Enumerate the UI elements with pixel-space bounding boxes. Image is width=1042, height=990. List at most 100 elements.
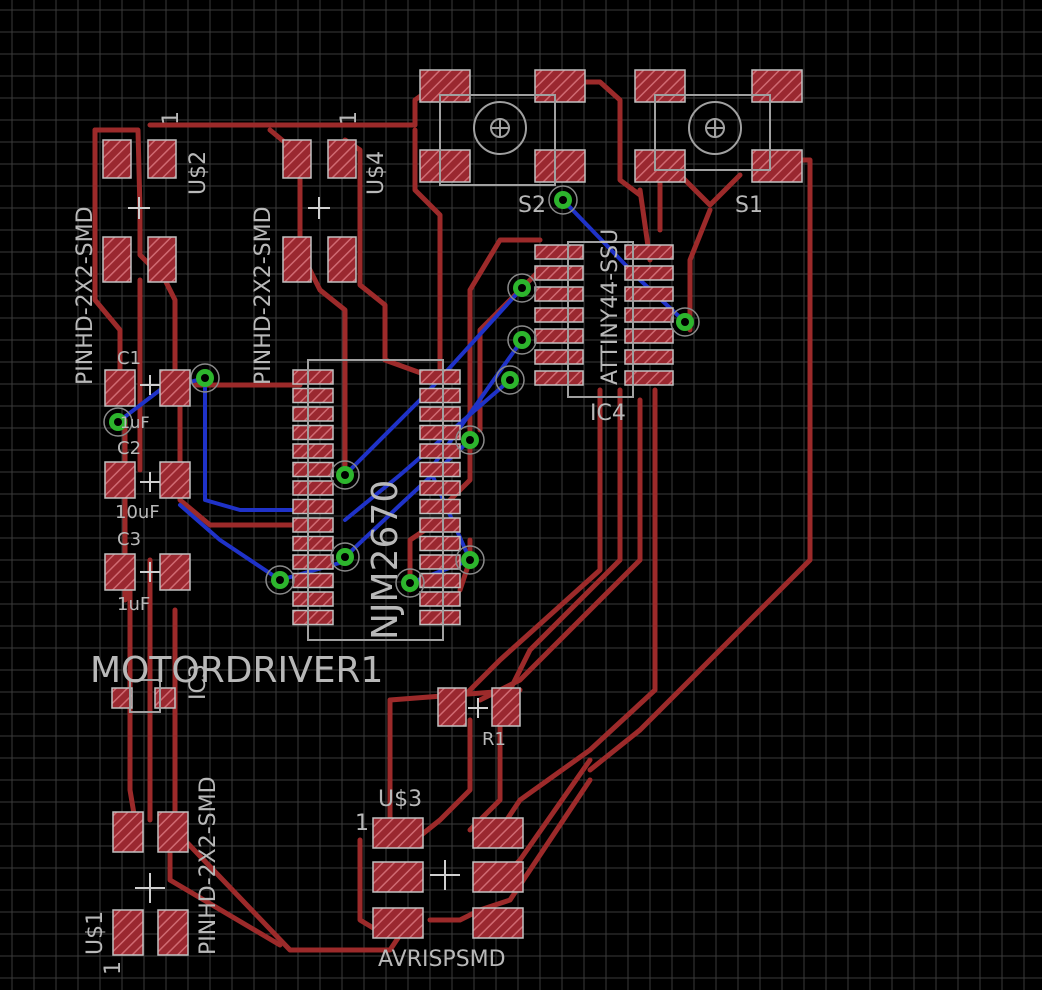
smd-pad[interactable] <box>419 69 471 103</box>
smd-pad[interactable] <box>534 370 584 386</box>
smd-pad[interactable] <box>419 498 461 515</box>
smd-pad[interactable] <box>292 554 334 570</box>
smd-pad[interactable] <box>437 687 467 727</box>
smd-pad[interactable] <box>292 443 334 459</box>
smd-pad[interactable] <box>112 909 144 956</box>
smd-pad[interactable] <box>624 349 674 365</box>
label-us2: U$2 <box>186 151 211 195</box>
smd-pad[interactable] <box>419 387 461 404</box>
smd-pad[interactable] <box>104 461 136 499</box>
smd-pad[interactable] <box>534 286 584 302</box>
via[interactable] <box>330 542 360 572</box>
smd-pad[interactable] <box>372 861 424 893</box>
smd-pad[interactable] <box>751 69 803 103</box>
smd-pad[interactable] <box>534 328 584 344</box>
via[interactable] <box>507 325 537 355</box>
smd-pad[interactable] <box>624 328 674 344</box>
via[interactable] <box>495 365 525 395</box>
smd-pad[interactable] <box>292 498 334 515</box>
smd-pad[interactable] <box>282 236 312 283</box>
smd-pad[interactable] <box>534 244 584 260</box>
smd-pad[interactable] <box>292 572 334 589</box>
smd-pad[interactable] <box>282 139 312 179</box>
ic3-outline <box>307 359 444 641</box>
smd-pad[interactable] <box>624 286 674 302</box>
smd-pad[interactable] <box>624 265 674 281</box>
smd-pad[interactable] <box>102 139 132 179</box>
smd-pad[interactable] <box>534 265 584 281</box>
smd-pad[interactable] <box>419 149 471 183</box>
trace <box>507 387 623 693</box>
smd-pad[interactable] <box>534 349 584 365</box>
smd-pad[interactable] <box>419 443 461 459</box>
smd-pad[interactable] <box>147 236 177 283</box>
label-pinhd-3: PINHD-2X2-SMD <box>196 776 221 955</box>
smd-pad[interactable] <box>419 461 461 478</box>
smd-pad[interactable] <box>292 461 334 478</box>
smd-pad[interactable] <box>159 553 191 591</box>
via[interactable] <box>265 565 295 595</box>
via[interactable] <box>190 363 220 393</box>
smd-pad[interactable] <box>534 69 586 103</box>
smd-pad[interactable] <box>292 535 334 552</box>
smd-pad[interactable] <box>491 687 521 727</box>
label-motordriver: MOTORDRIVER1 <box>90 650 383 691</box>
via[interactable] <box>548 185 578 215</box>
smd-pad[interactable] <box>419 406 461 422</box>
smd-pad[interactable] <box>751 149 803 183</box>
smd-pad[interactable] <box>534 307 584 323</box>
smd-pad[interactable] <box>159 461 191 499</box>
via[interactable] <box>455 545 485 575</box>
smd-pad[interactable] <box>419 609 461 626</box>
via[interactable] <box>670 307 700 337</box>
smd-pad[interactable] <box>419 591 461 607</box>
via[interactable] <box>330 460 360 490</box>
trace <box>677 172 743 208</box>
smd-pad[interactable] <box>112 811 144 853</box>
smd-pad[interactable] <box>154 687 176 709</box>
smd-pad[interactable] <box>624 244 674 260</box>
smd-pad[interactable] <box>102 236 132 283</box>
smd-pad[interactable] <box>634 69 686 103</box>
smd-pad[interactable] <box>292 424 334 441</box>
via[interactable] <box>455 425 485 455</box>
smd-pad[interactable] <box>292 609 334 626</box>
smd-pad[interactable] <box>111 687 133 709</box>
smd-pad[interactable] <box>327 139 357 179</box>
smd-pad[interactable] <box>292 480 334 496</box>
smd-pad[interactable] <box>372 907 424 939</box>
smd-pad[interactable] <box>292 591 334 607</box>
smd-pad[interactable] <box>292 387 334 404</box>
smd-pad[interactable] <box>472 907 524 939</box>
trace <box>342 137 443 383</box>
via[interactable] <box>507 273 537 303</box>
smd-pad[interactable] <box>157 811 189 853</box>
smd-pad[interactable] <box>419 369 461 385</box>
motordriver-outline <box>129 679 161 713</box>
smd-pad[interactable] <box>419 480 461 496</box>
smd-pad[interactable] <box>104 553 136 591</box>
smd-pad[interactable] <box>624 370 674 386</box>
smd-pad[interactable] <box>147 139 177 179</box>
smd-pad[interactable] <box>419 535 461 552</box>
via[interactable] <box>395 568 425 598</box>
smd-pad[interactable] <box>372 817 424 849</box>
smd-pad[interactable] <box>419 424 461 441</box>
smd-pad[interactable] <box>472 861 524 893</box>
smd-pad[interactable] <box>157 909 189 956</box>
smd-pad[interactable] <box>292 369 334 385</box>
smd-pad[interactable] <box>327 236 357 283</box>
smd-pad[interactable] <box>292 406 334 422</box>
smd-pad[interactable] <box>472 817 524 849</box>
smd-pad[interactable] <box>419 554 461 570</box>
smd-pad[interactable] <box>159 369 191 407</box>
trace <box>167 847 283 948</box>
smd-pad[interactable] <box>419 517 461 533</box>
smd-pad[interactable] <box>292 517 334 533</box>
smd-pad[interactable] <box>634 149 686 183</box>
via[interactable] <box>103 407 133 437</box>
smd-pad[interactable] <box>419 572 461 589</box>
smd-pad[interactable] <box>534 149 586 183</box>
smd-pad[interactable] <box>104 369 136 407</box>
